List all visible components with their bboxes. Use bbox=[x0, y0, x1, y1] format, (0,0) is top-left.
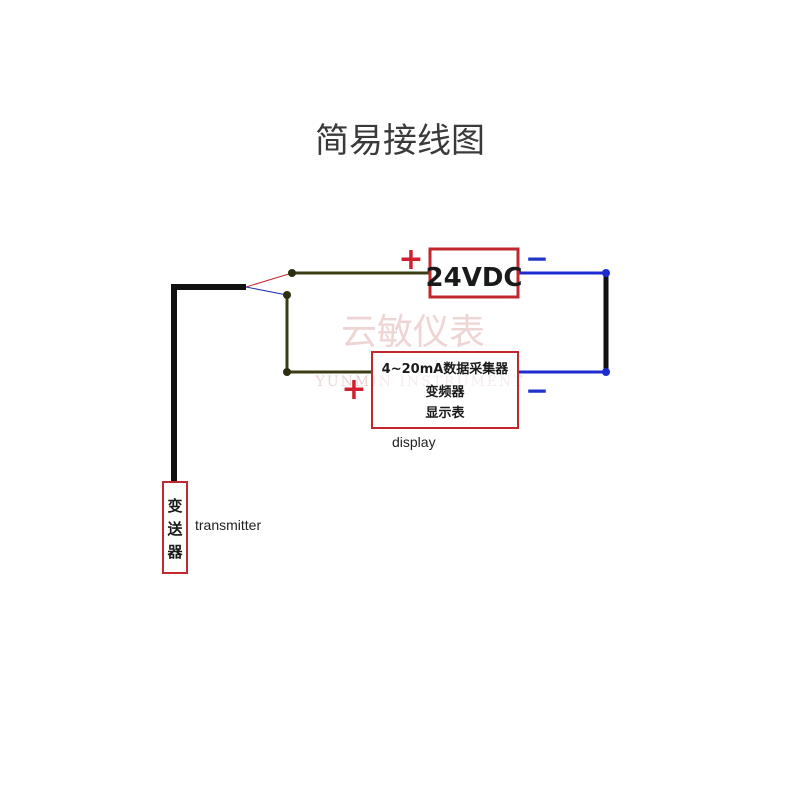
display-unit-line-2: 变频器 bbox=[425, 384, 465, 400]
power-supply-border bbox=[428, 247, 520, 299]
display-unit-border bbox=[371, 351, 519, 429]
positive-lead-wire bbox=[245, 272, 293, 288]
negative-lead-wire bbox=[245, 286, 288, 296]
display-unit-plus-sign: + bbox=[341, 372, 366, 407]
transmitter-caption: transmitter bbox=[195, 517, 261, 533]
display-unit-line-1: 4~20mA数据采集器 bbox=[382, 361, 510, 377]
transmitter-cable bbox=[171, 284, 246, 484]
signal-junction-dot-bottom bbox=[283, 368, 291, 376]
transmitter-char-3: 器 bbox=[166, 543, 183, 561]
display-unit-minus-sign: − bbox=[525, 374, 548, 407]
display-caption: display bbox=[392, 434, 436, 450]
signal-junction-dot-top bbox=[283, 291, 291, 299]
diagram-title: 简易接线图 bbox=[315, 121, 485, 161]
power-supply-box: 24VDC bbox=[426, 247, 523, 299]
transmitter-box: 变 送 器 bbox=[162, 481, 188, 574]
transmitter-border bbox=[162, 481, 188, 574]
display-unit-box: 4~20mA数据采集器 变频器 显示表 bbox=[371, 351, 519, 429]
power-supply-plus-sign: + bbox=[398, 242, 423, 277]
display-unit-line-3: 显示表 bbox=[425, 405, 465, 421]
transmitter-char-1: 变 bbox=[167, 497, 182, 515]
power-supply-label: 24VDC bbox=[426, 263, 523, 293]
negative-junction-dot-top bbox=[602, 269, 610, 277]
positive-junction-dot bbox=[288, 269, 296, 277]
power-supply-minus-sign: − bbox=[525, 242, 548, 275]
transmitter-char-2: 送 bbox=[166, 520, 183, 538]
watermark-text: 云敏仪表 bbox=[341, 312, 485, 353]
negative-junction-dot-bottom bbox=[602, 368, 610, 376]
